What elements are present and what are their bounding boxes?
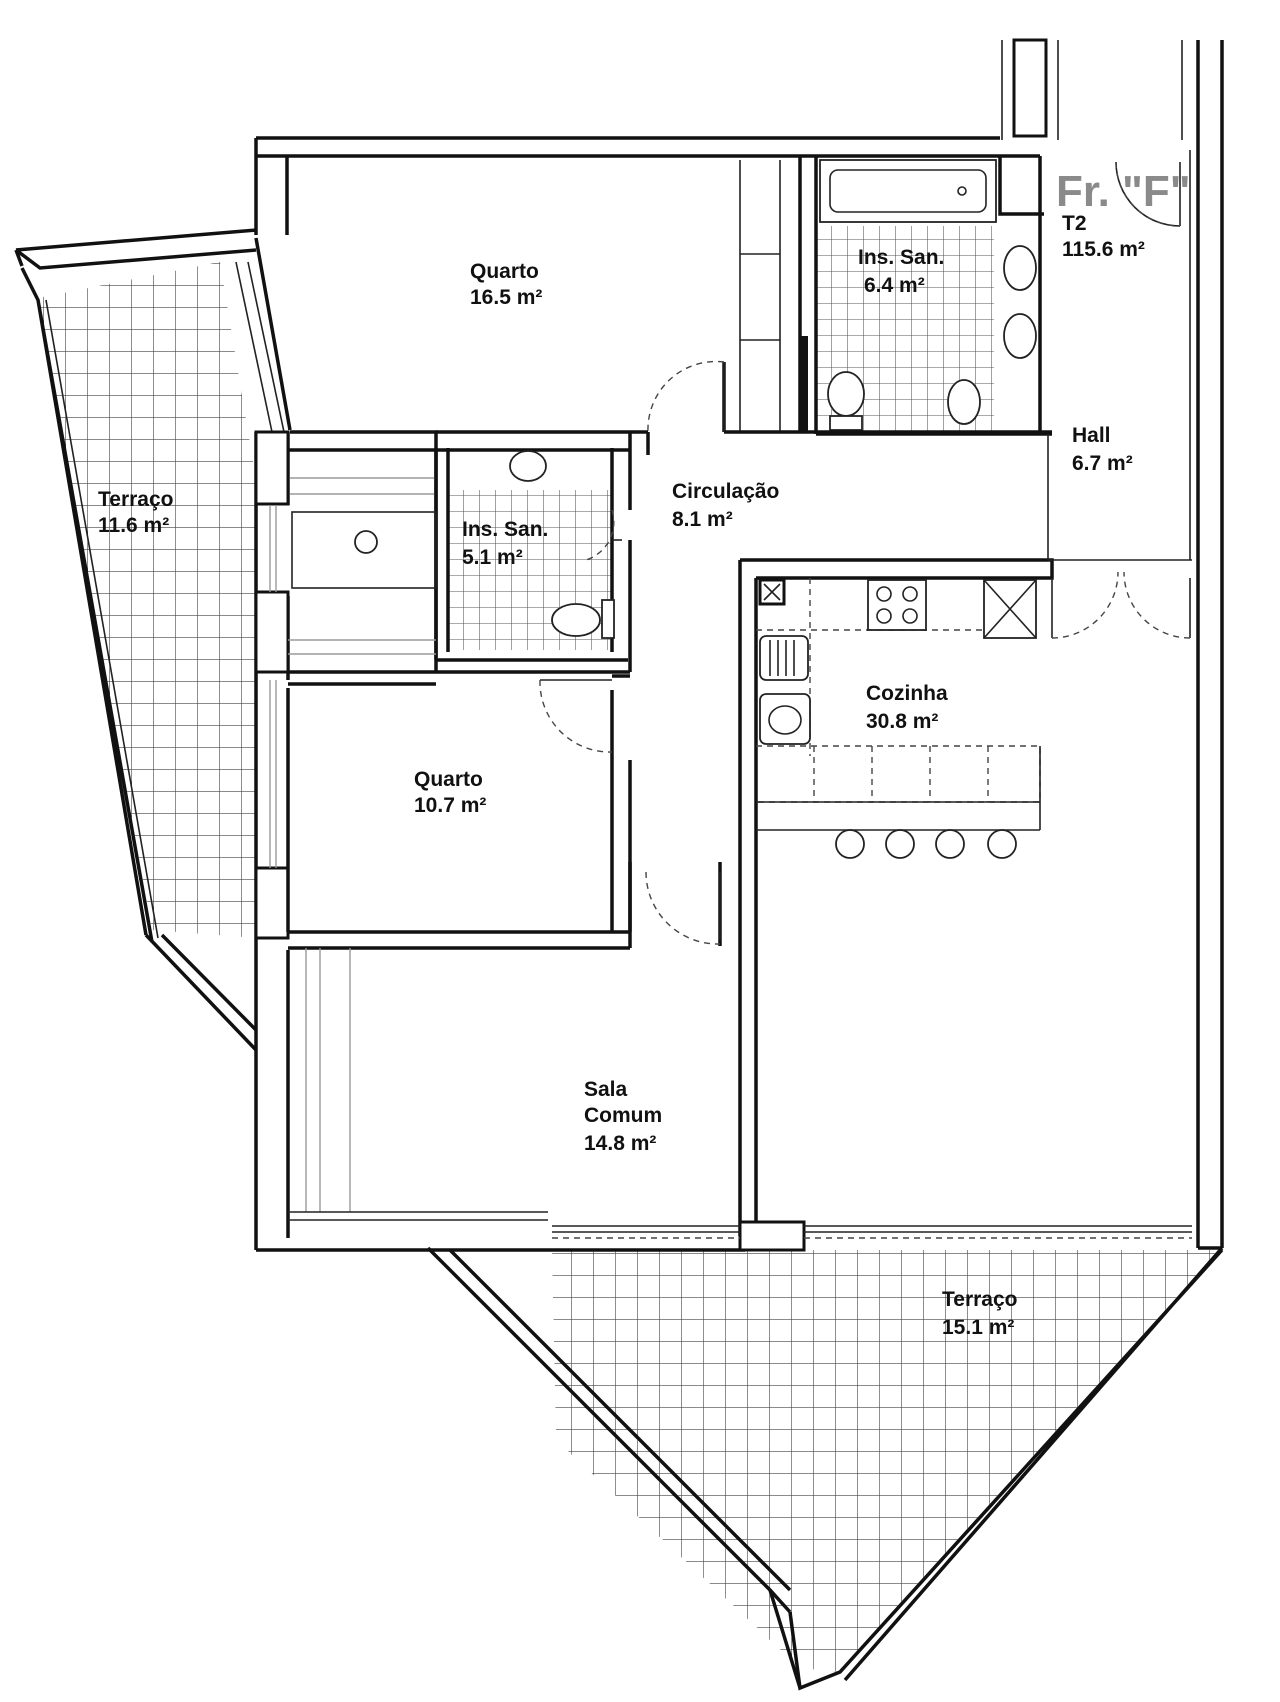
wall-corridor-top [288, 430, 1052, 674]
room-terraco-2-area: 15.1 m² [942, 1316, 1014, 1339]
basin-1a [1003, 245, 1037, 291]
room-sala-area: 14.8 m² [584, 1132, 656, 1155]
basin-1b [1003, 313, 1037, 359]
wall-right [1196, 40, 1224, 1250]
unit-area-label: 115.6 m² [1062, 238, 1145, 261]
room-quarto-1-name: Quarto [470, 260, 539, 283]
room-quarto-2-name: Quarto [414, 768, 483, 791]
room-ins-san-1-name: Ins. San. [858, 246, 944, 269]
room-quarto-2-area: 10.7 m² [414, 794, 486, 817]
wall-bathroom-1 [814, 154, 1052, 436]
room-circulacao-name: Circulação [672, 480, 779, 503]
kitchen-island [756, 745, 1041, 803]
dishwasher [759, 635, 809, 681]
terrace-left-end [144, 933, 258, 1052]
room-cozinha-name: Cozinha [866, 682, 948, 705]
toilet-2 [551, 603, 601, 637]
sink [759, 693, 811, 745]
room-cozinha-area: 30.8 m² [866, 710, 938, 733]
room-hall-area: 6.7 m² [1072, 452, 1133, 475]
wall-upper-left [14, 228, 257, 270]
unit-type-label: T2 [1062, 212, 1087, 235]
basin-2 [509, 450, 547, 482]
wall-bedroom-1-right [722, 156, 802, 432]
terrace-left-rail [20, 267, 154, 943]
room-sala-name-1: Sala [584, 1078, 628, 1101]
living-window [305, 948, 351, 1212]
room-ins-san-2-name: Ins. San. [462, 518, 548, 541]
stool-3 [935, 829, 965, 859]
room-circulacao-area: 8.1 m² [672, 508, 733, 531]
room-hall-name: Hall [1072, 424, 1111, 447]
wall-top [254, 136, 1000, 235]
wall-bedroom-2 [286, 670, 632, 950]
stool-1 [835, 829, 865, 859]
stool-2 [885, 829, 915, 859]
bidet-1 [947, 379, 981, 425]
room-terraco-1-name: Terraço [98, 488, 173, 511]
terrace-left-floor [38, 262, 256, 938]
room-ins-san-1-area: 6.4 m² [864, 274, 925, 297]
room-ins-san-2-area: 5.1 m² [462, 546, 523, 569]
door-kitchen-double[interactable] [1051, 578, 1191, 638]
room-sala-name-2: Comum [584, 1104, 662, 1127]
bedroom-terrace-window [235, 261, 285, 433]
terrace-bottom-floor [552, 1250, 1222, 1672]
stool-4 [987, 829, 1017, 859]
closet-1 [739, 160, 781, 432]
room-quarto-1-area: 16.5 m² [470, 286, 542, 309]
cooktop [867, 579, 927, 631]
unit-fraction-label: Fr. "F" [1056, 167, 1191, 216]
hall-line [1047, 434, 1192, 561]
room-terraco-2-name: Terraço [942, 1288, 1017, 1311]
shower-drain [354, 530, 378, 554]
toilet-1 [827, 371, 865, 417]
room-terraco-1-area: 11.6 m² [98, 514, 169, 537]
